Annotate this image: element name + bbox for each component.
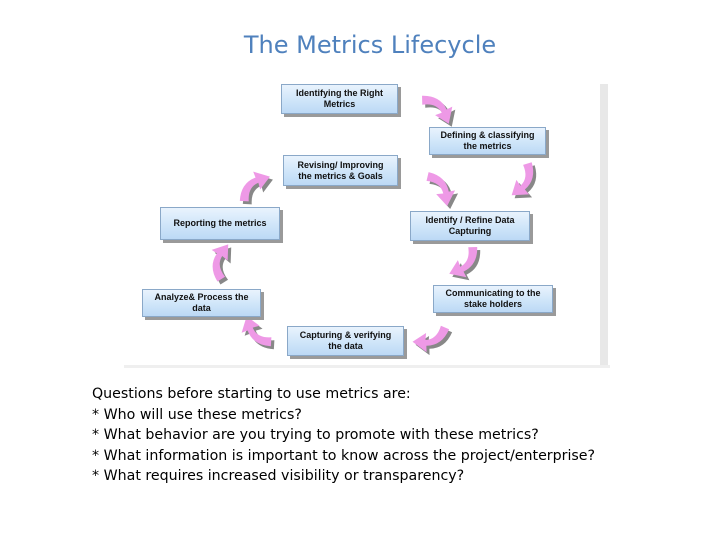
arrow-analyze-to-reporting [210,244,235,285]
arrow-identifying-to-defining [416,92,460,127]
node-identifying-metrics: Identifying the Right Metrics [281,84,398,114]
arrow-identify-refine-to-communicating [449,241,484,285]
arrow-reporting-to-revising [236,167,273,211]
question-item: * Who will use these metrics? [92,406,302,423]
question-item: * What behavior are you trying to promot… [92,427,539,443]
node-communicating: Communicating to the stake holders [433,285,553,313]
questions-block: Questions before starting to use metrics… [92,384,712,487]
arrow-communicating-to-capturing [412,318,455,359]
diagram-panel-bottom-edge [124,365,610,368]
node-capturing-verifying: Capturing & verifying the data [287,326,404,356]
node-analyze-process: Analyze& Process the data [142,289,261,317]
arrow-defining-to-identify-refine [511,159,539,202]
slide-title: The Metrics Lifecycle [243,31,497,59]
question-item: * What information is important to know … [92,447,596,464]
arrow-revising-to-identify-refine [419,169,462,209]
node-revising-improving: Revising/ Improving the metrics & Goals [283,155,398,186]
node-defining-classifying: Defining & classifying the metrics [429,127,546,155]
diagram-panel-edge [600,84,608,367]
node-identify-refine-data: Identify / Refine Data Capturing [410,211,530,241]
questions-heading: Questions before starting to use metrics… [92,386,411,402]
arrow-capturing-to-analyze [237,316,281,353]
question-item: * What requires increased visibility or … [92,468,465,484]
node-reporting: Reporting the metrics [160,207,280,240]
